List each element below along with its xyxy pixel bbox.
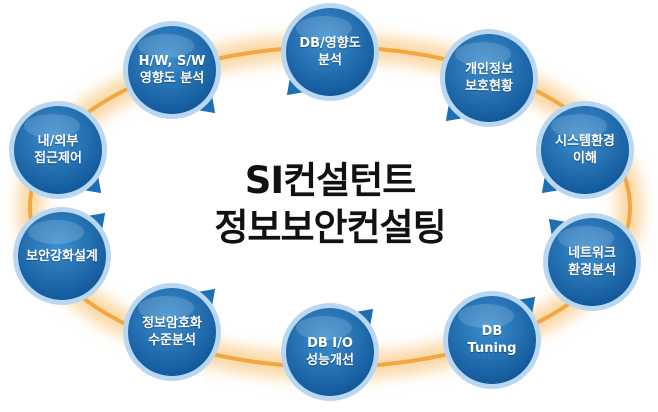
bubble-fill <box>286 8 374 96</box>
bubble-db-io <box>281 303 379 401</box>
bubble-privacy-status <box>440 29 538 127</box>
bubble-network-env <box>543 213 641 311</box>
bubble-fill <box>128 288 216 376</box>
bubble-db-tuning <box>443 291 541 389</box>
bubble-highlight <box>296 316 352 340</box>
bubble-access-control <box>9 101 107 199</box>
bubble-system-env <box>536 101 634 199</box>
bubble-security-design <box>13 207 111 305</box>
title-line-1: SI컨설턴트 <box>244 159 417 202</box>
bubble-highlight <box>551 114 607 138</box>
nodes-layer <box>9 3 641 401</box>
bubble-highlight <box>24 114 80 138</box>
bubble-fill <box>128 26 216 114</box>
bubble-fill <box>286 308 374 396</box>
bubble-hw-sw-impact <box>123 21 221 119</box>
bubble-fill <box>548 218 636 306</box>
bubble-fill <box>445 34 533 122</box>
bubble-fill <box>448 296 536 384</box>
bubble-db-impact <box>281 3 379 101</box>
bubble-highlight <box>455 42 511 66</box>
title-line-2: 정보보안컨설팅 <box>214 206 446 249</box>
bubble-highlight <box>558 226 614 250</box>
bubble-highlight <box>296 16 352 40</box>
bubble-fill <box>541 106 629 194</box>
bubble-fill <box>18 212 106 300</box>
bubble-fill <box>14 106 102 194</box>
bubble-highlight <box>28 220 84 244</box>
bubble-highlight <box>138 34 194 58</box>
bubble-highlight <box>138 296 194 320</box>
bubble-highlight <box>458 304 514 328</box>
bubble-encryption-level <box>123 283 221 381</box>
